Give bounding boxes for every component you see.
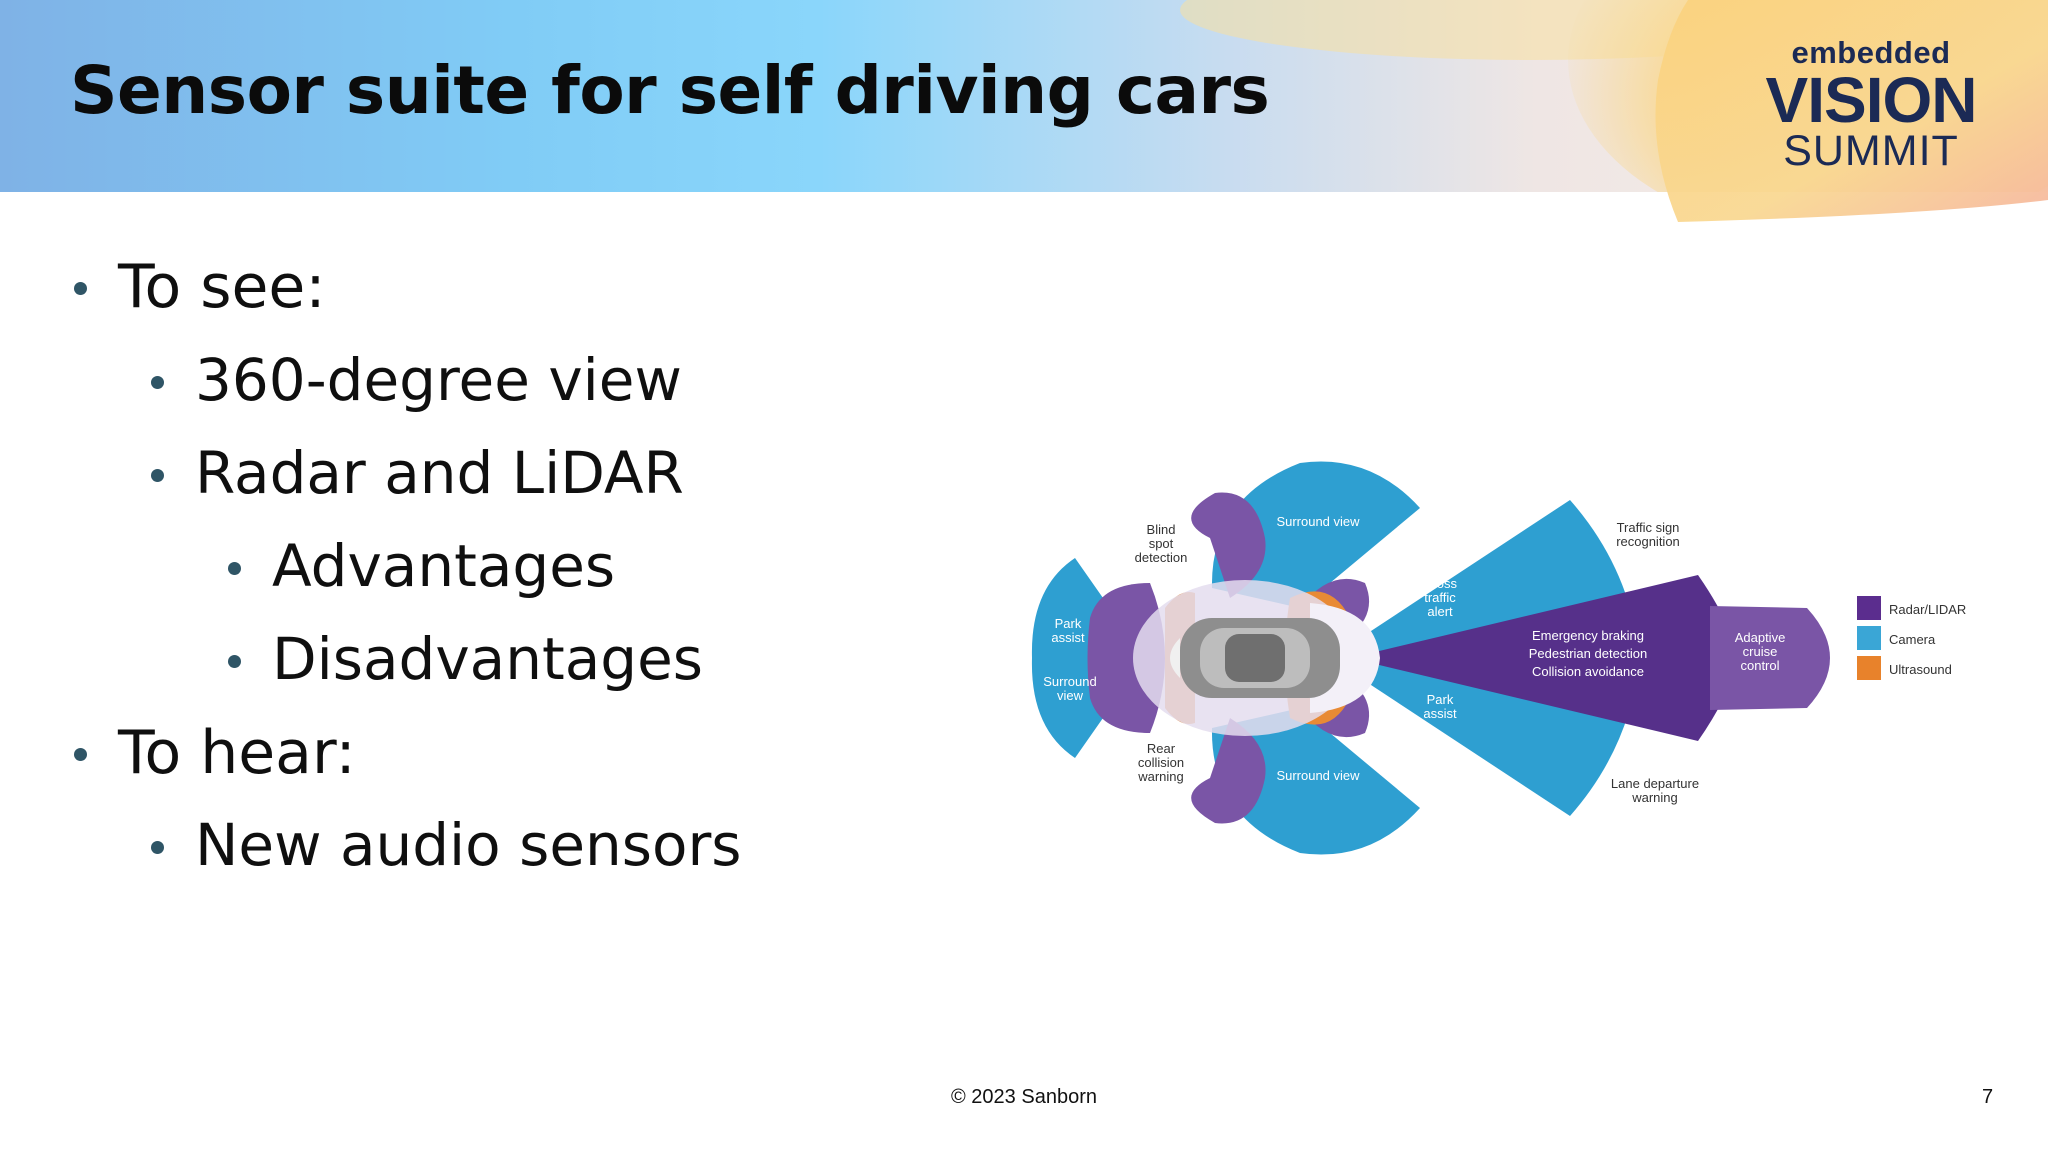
bullet-dot [151,376,164,389]
label-adaptive-cruise-3: control [1740,658,1779,673]
label-surround-view-rear-2: view [1057,688,1084,703]
bullet-text: To see: [118,252,326,322]
label-rear-collision-1: Rear [1147,741,1176,756]
label-surround-view-top: Surround view [1276,514,1360,529]
label-rear-collision-2: collision [1138,755,1184,770]
bullet-item: Radar and LiDAR [151,439,684,507]
label-adaptive-cruise-2: cruise [1743,644,1778,659]
radar-zone-front-ext [1710,606,1830,710]
label-surround-view-bottom: Surround view [1276,768,1360,783]
bullet-dot [228,562,241,575]
label-park-assist-rear-2: assist [1051,630,1085,645]
legend-label-camera: Camera [1889,632,1936,647]
label-emergency-2: Pedestrian detection [1529,646,1648,661]
embedded-vision-summit-logo: embedded VISION SUMMIT [1756,36,1986,176]
logo-line-embedded: embedded [1791,35,1951,70]
label-cross-traffic-1: Cross [1423,576,1457,591]
radar-zone-blind-top [1191,492,1266,598]
label-park-assist-rear-1: Park [1055,616,1082,631]
sensor-coverage-diagram: Surround view Surround view Park assist … [1031,461,1966,855]
bullet-text: Advantages [272,532,616,600]
car-icon [1170,618,1340,698]
label-traffic-sign-2: recognition [1616,534,1680,549]
bullet-dot [151,469,164,482]
camera-zone-top [1211,461,1420,608]
bullet-dot [74,748,87,761]
legend-swatch-ultrasound [1857,656,1881,680]
diagram-legend: Radar/LIDAR Camera Ultrasound [1857,596,1966,680]
label-traffic-sign-1: Traffic sign [1617,520,1680,535]
label-blind-spot-1: Blind [1147,522,1176,537]
label-lane-departure-2: warning [1631,790,1678,805]
slide-title: Sensor suite for self driving cars [70,52,1270,129]
bullet-text: To hear: [118,718,356,788]
bullet-item: To see: [74,252,326,322]
label-park-assist-front-2: assist [1423,706,1457,721]
radar-zone-rear [1087,583,1165,733]
label-cross-traffic-2: traffic [1424,590,1456,605]
footer-copyright: © 2023 Sanborn [951,1086,1097,1108]
label-park-assist-front-1: Park [1427,692,1454,707]
legend-label-ultrasound: Ultrasound [1889,662,1952,677]
radar-zone-blind-bottom [1191,718,1266,824]
legend-swatch-radar [1857,596,1881,620]
bullet-text: New audio sensors [195,811,742,879]
legend-label-radar: Radar/LIDAR [1889,602,1966,617]
logo-line-summit: SUMMIT [1783,127,1959,175]
label-cross-traffic-3: alert [1427,604,1453,619]
logo-backdrop [1655,0,2048,222]
bullet-dot [228,655,241,668]
label-adaptive-cruise-1: Adaptive [1735,630,1786,645]
camera-zone-bottom [1211,708,1420,855]
bullet-dot [74,282,87,295]
label-lane-departure-1: Lane departure [1611,776,1699,791]
label-emergency-3: Collision avoidance [1532,664,1644,679]
logo-line-vision: VISION [1765,64,1978,136]
label-rear-collision-3: warning [1137,769,1184,784]
bullet-text: 360-degree view [195,346,682,414]
radar-zone-front-long [1350,575,1740,741]
label-blind-spot-2: spot [1149,536,1174,551]
bullet-item: Advantages [228,532,616,600]
bullet-item: Disadvantages [228,625,703,693]
bullet-item: To hear: [74,718,356,788]
page-number: 7 [1982,1086,1994,1108]
label-surround-view-rear-1: Surround [1043,674,1096,689]
bullet-text: Radar and LiDAR [195,439,684,507]
bullet-item: New audio sensors [151,811,742,879]
bullet-dot [151,841,164,854]
label-emergency-1: Emergency braking [1532,628,1644,643]
bullet-text: Disadvantages [272,625,703,693]
legend-swatch-camera [1857,626,1881,650]
bullet-item: 360-degree view [151,346,682,414]
label-blind-spot-3: detection [1135,550,1188,565]
